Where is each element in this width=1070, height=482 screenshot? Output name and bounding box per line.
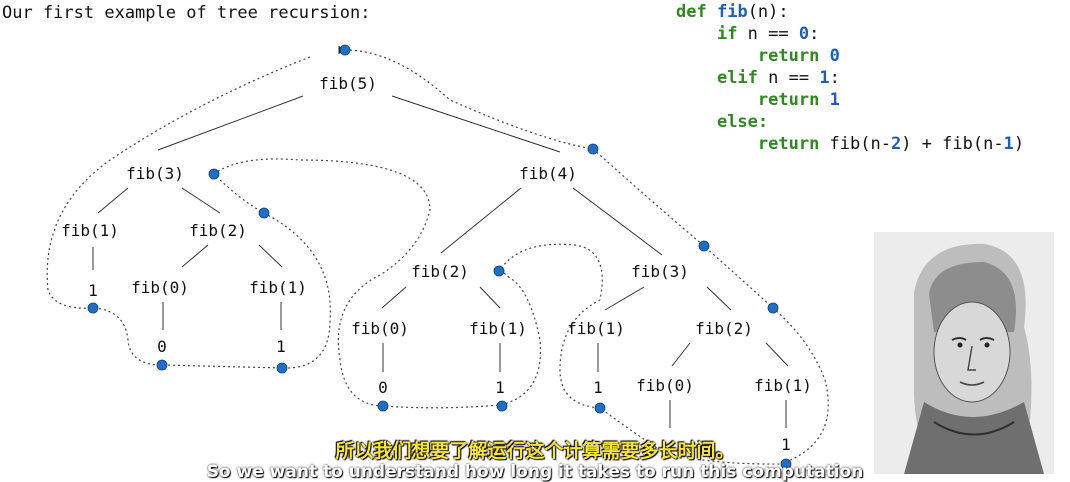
trace-dots <box>87 44 792 470</box>
subtitle-chinese: 所以我们想要了解运行这个计算需要多长时间。 <box>335 440 735 462</box>
trace-dot <box>493 265 505 277</box>
trace-dot <box>496 400 508 412</box>
leaf-value: 0 <box>157 337 167 356</box>
trace-dot <box>377 400 389 412</box>
fib-call-tree: fib(5) fib(3) fib(4) fib(1) fib(2) fib(0… <box>46 44 829 470</box>
leaf-value: 0 <box>378 378 388 397</box>
tree-edges <box>92 95 789 428</box>
fibonacci-portrait <box>874 232 1054 474</box>
leaf-value: 1 <box>495 378 505 397</box>
slide-title: Our first example of tree recursion: <box>2 3 371 23</box>
tree-node: fib(1) <box>249 278 307 297</box>
trace-dot <box>698 240 710 252</box>
tree-node: fib(0) <box>131 278 189 297</box>
tree-node: fib(0) <box>636 376 694 395</box>
tree-node: fib(1) <box>61 221 119 240</box>
trace-dot <box>258 207 270 219</box>
tree-node: fib(2) <box>411 262 469 281</box>
tree-node: fib(0) <box>351 319 409 338</box>
tree-node: fib(1) <box>567 319 625 338</box>
trace-dot <box>208 168 220 180</box>
subtitle-english: So we want to understand how long it tak… <box>206 462 864 482</box>
trace-dot <box>339 44 351 56</box>
evaluation-trace-left <box>338 45 829 463</box>
tree-node: fib(3) <box>631 262 689 281</box>
trace-dot <box>594 402 606 414</box>
leaf-value: 1 <box>276 337 286 356</box>
leaf-value: 1 <box>781 435 791 454</box>
trace-dot <box>767 302 779 314</box>
tree-node: fib(2) <box>189 221 247 240</box>
tree-node: fib(5) <box>319 74 377 93</box>
trace-dot <box>780 458 792 470</box>
tree-node: fib(1) <box>754 376 812 395</box>
tree-node: fib(1) <box>469 319 527 338</box>
trace-dot <box>276 362 288 374</box>
trace-dot <box>87 302 99 314</box>
trace-dot <box>156 359 168 371</box>
leaf-value: 1 <box>593 378 603 397</box>
tree-node: fib(2) <box>695 319 753 338</box>
tree-node: fib(3) <box>126 164 184 183</box>
leaf-value: 1 <box>88 281 98 300</box>
trace-dot <box>587 143 599 155</box>
tree-node: fib(4) <box>519 164 577 183</box>
fib-code-block: def fib(n): if n == 0: return 0 elif n =… <box>676 2 1025 154</box>
